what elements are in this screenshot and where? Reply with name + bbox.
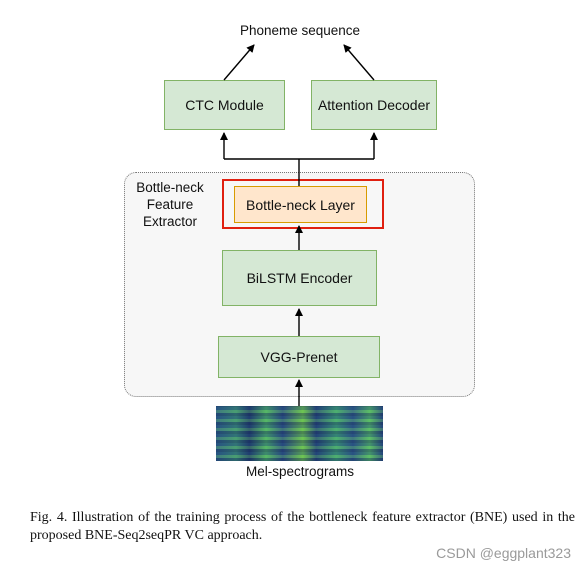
group-title-line-2: Feature: [146, 197, 194, 212]
group-title-line-3: Extractor: [142, 214, 197, 229]
arrow-ctc-to-output: [223, 44, 255, 81]
group-title: Bottle-neck Feature Extractor: [125, 179, 215, 230]
bottleneck-highlight-frame: [222, 179, 384, 229]
ctc-module-box: CTC Module: [164, 80, 285, 130]
mel-spectrograms-label: Mel-spectrograms: [245, 464, 355, 479]
figure-caption: Fig. 4. Illustration of the training pro…: [30, 510, 575, 543]
attention-decoder-box: Attention Decoder: [311, 80, 437, 130]
group-title-line-1: Bottle-neck: [136, 180, 204, 195]
mel-spectrogram-image: [216, 406, 383, 461]
bottleneck-layer-box: Bottle-neck Layer: [234, 186, 367, 223]
vgg-prenet-box: VGG-Prenet: [218, 336, 380, 378]
phoneme-sequence-label: Phoneme sequence: [239, 23, 361, 38]
watermark: CSDN @eggplant323: [436, 545, 571, 561]
arrow-attention-to-output: [343, 44, 375, 81]
bilstm-encoder-box: BiLSTM Encoder: [222, 250, 377, 306]
